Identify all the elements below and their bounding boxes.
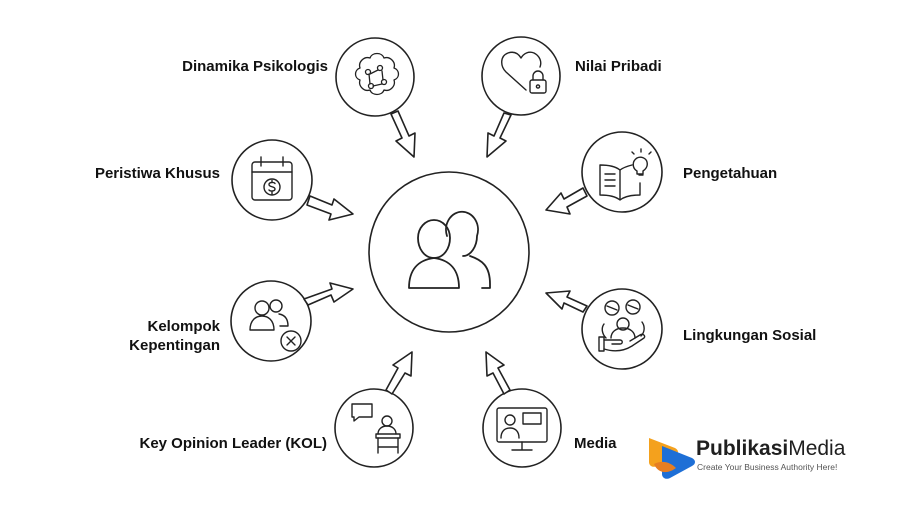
label-nilai-pribadi: Nilai Pribadi [575,58,662,75]
label-peristiwa-khusus: Peristiwa Khusus [94,165,220,182]
book-bulb-icon [599,148,652,201]
arrow-kol [385,351,413,395]
arrow-nilai [486,112,512,158]
label-kelompok-kepentingan: Kelompok Kepentingan [100,317,220,355]
label-dinamika-psikologis: Dinamika Psikologis [182,58,328,75]
node-peristiwa-khusus [231,139,354,221]
arrow-media [485,351,511,395]
logo-tagline: Create Your Business Authority Here! [697,462,838,472]
logo-name-light: Media [788,437,846,460]
group-remove-icon [249,299,302,352]
node-dinamika-psikologis [335,37,416,158]
arrow-psikologis [390,110,416,158]
node-media [482,351,562,468]
logo-wordmark: PublikasiMedia [696,436,845,462]
social-community-icon [598,299,646,352]
label-lingkungan-sosial: Lingkungan Sosial [683,327,817,344]
arrow-lingkungan [545,290,588,313]
publikasimedia-logo-icon [649,438,695,479]
center-node [368,171,530,333]
node-pengetahuan [545,131,663,215]
node-kol [334,351,414,468]
node-lingkungan-sosial [545,288,663,370]
arrow-peristiwa [306,195,354,221]
brain-icon [354,52,400,96]
arrow-pengetahuan [545,187,588,215]
label-kol: Key Opinion Leader (KOL) [139,435,327,452]
node-kelompok-kepentingan [230,280,354,362]
logo-name-bold: Publikasi [696,437,789,460]
label-kelompok-line1: Kelompok [147,318,220,335]
heart-lock-icon [501,51,547,94]
arrow-kelompok [303,282,354,306]
monitor-presentation-icon [496,407,548,451]
label-pengetahuan: Pengetahuan [683,165,778,182]
people-icon [408,210,491,289]
publikasimedia-logo: PublikasiMedia Create Your Business Auth… [644,432,874,482]
label-media: Media [574,435,617,452]
node-nilai-pribadi [481,36,561,158]
calendar-dollar-icon [251,156,293,201]
speaker-podium-icon [351,403,401,454]
label-kelompok-line2: Kepentingan [129,337,220,354]
